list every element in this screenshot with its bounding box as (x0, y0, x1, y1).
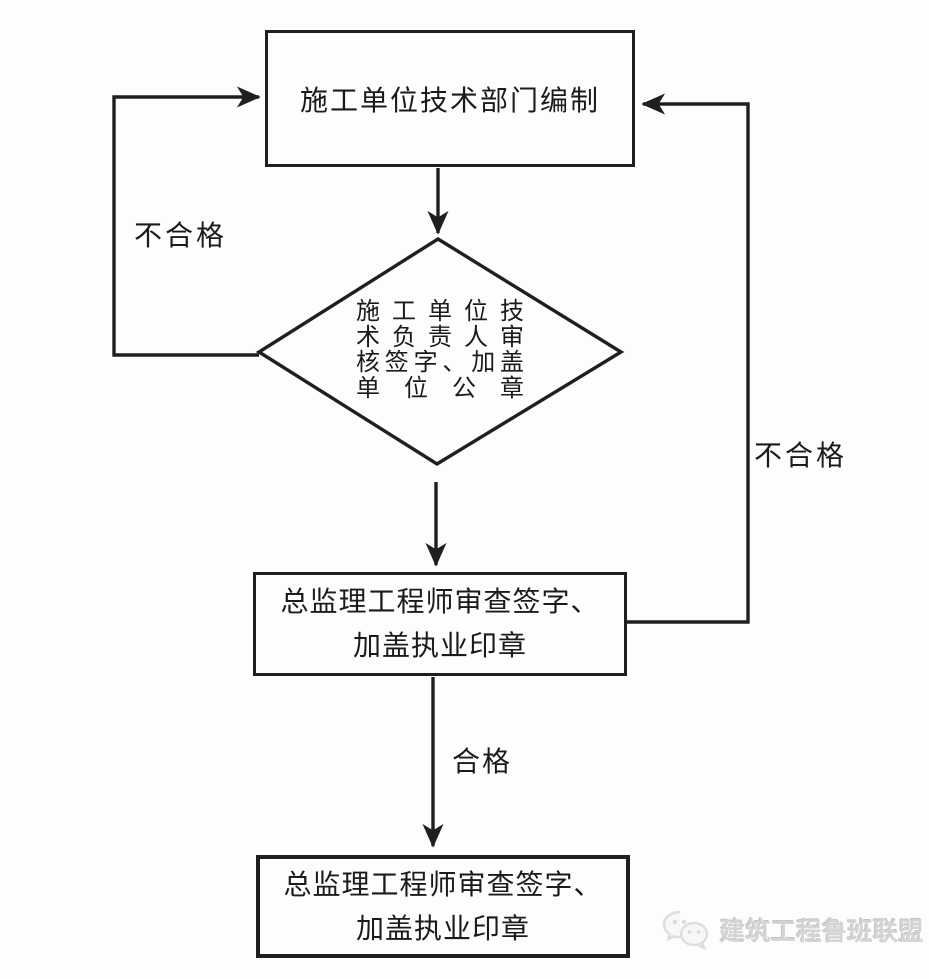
diamond-label-line-2: 术负责人审 (356, 323, 524, 351)
node-chief-engineer-review-2: 总监理工程师审查签字、 加盖执业印章 (256, 855, 630, 958)
node-chief2-label-line-1: 总监理工程师审查签字、 (283, 868, 603, 900)
watermark-text: 建筑工程鲁班联盟 (720, 918, 925, 946)
edge-label-fail-right: 不合格 (754, 440, 848, 471)
edge-label-fail-left: 不合格 (134, 220, 228, 251)
node-chief2-label-line-2: 加盖执业印章 (355, 912, 530, 944)
node-compile-label: 施工单位技术部门编制 (299, 84, 600, 116)
diamond-label-line-4: 单位公章 (356, 374, 524, 402)
diamond-unit-review-shape (255, 236, 625, 466)
node-chief-engineer-review-1: 总监理工程师审查签字、 加盖执业印章 (253, 572, 627, 676)
node-compile: 施工单位技术部门编制 (265, 30, 635, 167)
arrow-fail-left-loop (112, 86, 261, 357)
edge-label-pass: 合格 (452, 746, 513, 777)
arrow-fail-right-loop (627, 93, 750, 624)
node-unit-review-label: 施工单位技 术负责人审 核签字、加盖 单位公章 (356, 299, 524, 401)
node-chief1-label-line-2: 加盖执业印章 (352, 630, 527, 661)
watermark: 建筑工程鲁班联盟 (658, 906, 924, 954)
diamond-label-line-1: 施工单位技 (356, 298, 524, 325)
wechat-bubbles-icon (662, 910, 709, 951)
node-chief1-label-line-1: 总监理工程师审查签字、 (280, 586, 600, 617)
diamond-label-line-3: 核签字、加盖 (356, 349, 524, 376)
